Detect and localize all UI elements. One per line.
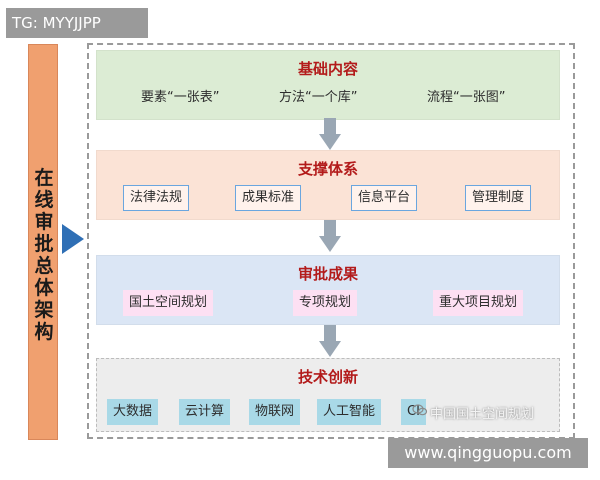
section-tech-innovation: 技术创新 大数据 云计算 物联网 人工智能 CI [96,358,560,432]
item-ai: 人工智能 [317,399,382,425]
down-arrow-icon [319,220,341,254]
site-url-label: www.qingguopu.com [388,438,588,468]
section-title: 支撑体系 [297,160,358,178]
section-title: 基础内容 [297,60,358,78]
wechat-icon [412,404,428,416]
item-methods-library: 方法“一个库” [279,90,358,105]
item-info-platform: 信息平台 [351,185,418,211]
down-arrow-icon [319,325,341,359]
item-spatial-planning: 国土空间规划 [123,290,214,316]
section-support-system: 支撑体系 法律法规 成果标准 信息平台 管理制度 [96,150,560,220]
section-basic-content: 基础内容 要素“一张表” 方法“一个库” 流程“一张图” [96,50,560,120]
item-cloud-computing: 云计算 [179,399,231,425]
item-iot: 物联网 [249,399,301,425]
section-title: 技术创新 [297,368,358,386]
item-big-data: 大数据 [107,399,159,425]
item-major-projects: 重大项目规划 [433,290,524,316]
watermark-text: 中国国土空间规划 [430,407,535,422]
item-special-planning: 专项规划 [293,290,358,316]
item-management: 管理制度 [465,185,532,211]
down-arrow-icon [319,118,341,152]
tag-label: TG: MYYJJPP [6,8,148,38]
item-elements-table: 要素“一张表” [141,90,220,105]
section-title: 审批成果 [297,265,358,283]
item-standards: 成果标准 [235,185,302,211]
side-title: 在线审批总体架构 [34,167,54,343]
right-arrow-icon [62,224,84,254]
section-approval-results: 审批成果 国土空间规划 专项规划 重大项目规划 [96,255,560,325]
architecture-frame [87,43,575,439]
item-process-diagram: 流程“一张图” [427,90,506,105]
side-title-bar: 在线审批总体架构 [28,44,58,440]
item-laws: 法律法规 [123,185,190,211]
